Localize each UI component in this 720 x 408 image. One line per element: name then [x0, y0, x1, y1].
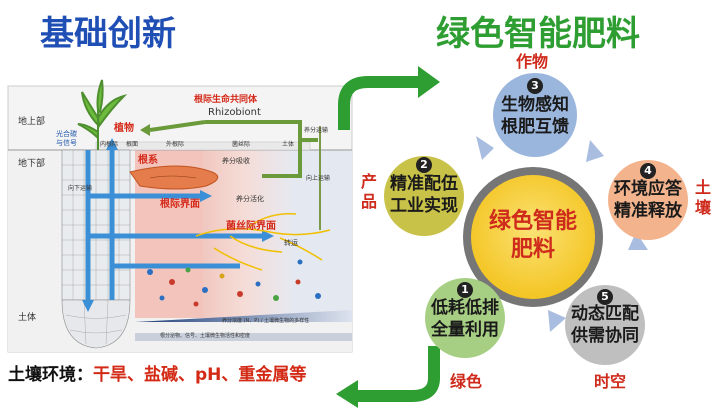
left-title: 基础创新	[40, 14, 176, 54]
side-label-product: 产 品	[360, 172, 377, 211]
node-4-line1: 环境应答	[614, 179, 682, 199]
column-header-1: 内根际	[100, 141, 119, 148]
feedback-loop	[149, 120, 318, 178]
column-header-3: 外根际	[166, 141, 185, 148]
node-1-number: 1	[457, 282, 473, 298]
soil-environment-items: 干旱、盐碱、pH、重金属等	[93, 365, 307, 385]
label-soil-body: 土体	[18, 313, 37, 323]
node-2-line1: 精准配伍	[390, 174, 458, 194]
label-rhizosphere-life: 根际生命共同体	[194, 95, 258, 105]
column-header-4: 菌丝际	[232, 141, 251, 148]
label-plant: 植物	[114, 123, 134, 134]
root-organ	[129, 165, 219, 190]
side-label-soil: 土 壤	[694, 178, 711, 217]
label-transform: 转运	[284, 239, 298, 247]
transport-arrows	[85, 150, 262, 300]
right-title: 绿色智能肥料	[436, 14, 640, 54]
plant	[77, 79, 128, 150]
center-line1: 绿色智能	[488, 209, 577, 234]
node-3-circle	[493, 73, 577, 157]
label-upward-transport: 向上运输	[306, 175, 331, 182]
node-4-number: 4	[640, 163, 656, 179]
soil-environment: 土壤环境：干旱、盐碱、pH、重金属等	[8, 360, 306, 385]
label-downward-transport: 向下运输	[68, 185, 93, 192]
label-root-system: 根系	[138, 155, 158, 166]
node-5-number: 5	[597, 289, 613, 305]
node-3: 生物感知 根肥互馈	[493, 94, 577, 138]
label-rhizobiont: Rhizobiont	[208, 107, 261, 118]
caption-band	[135, 333, 352, 341]
node-2: 精准配伍 工业实现	[382, 173, 466, 217]
node-3-number: 3	[527, 78, 543, 94]
side-label-time-space: 时空	[594, 372, 627, 391]
label-hyphae-interface: 菌丝际界面	[226, 221, 276, 232]
column-header-5: 土体	[282, 141, 295, 148]
node-5-line2: 供需协同	[571, 326, 639, 346]
node-3-line2: 根肥互馈	[501, 117, 569, 137]
node-1: 低耗低排 全量利用	[423, 297, 507, 341]
label-photosynthesis: 光合碳 与信号	[56, 130, 77, 147]
node-3-line1: 生物感知	[501, 95, 569, 115]
node-4-line2: 精准释放	[614, 201, 682, 221]
column-header-2: 根面	[126, 141, 139, 148]
soil-environment-prefix: 土壤环境：	[8, 365, 93, 385]
side-label-green: 绿色	[450, 372, 483, 391]
label-above-ground: 地上部	[18, 117, 46, 127]
node-1-circle	[425, 278, 505, 358]
node-4: 环境应答 精准释放	[606, 178, 690, 222]
label-gradient: 养分浓度 (N、P) / 土壤微生物的多样性	[222, 318, 310, 324]
big-arrow-bottom	[356, 346, 440, 402]
node-1-line2: 全量利用	[431, 320, 499, 340]
big-arrow-top	[338, 76, 420, 130]
label-root-interface: 根际界面	[160, 199, 200, 210]
label-nutrient-activation: 养分活化	[236, 195, 264, 203]
node-1-line1: 低耗低排	[431, 298, 499, 318]
soil-particles	[147, 259, 321, 307]
side-label-crop: 作物	[516, 52, 549, 71]
node-2-line2: 工业实现	[390, 196, 458, 216]
label-nutrient-transport: 养分运输	[304, 127, 329, 134]
label-below-ground: 地下部	[18, 159, 46, 169]
root-cap	[61, 299, 131, 349]
node-5-circle	[565, 285, 645, 365]
hyphae	[195, 213, 331, 271]
label-bottom-caption: 根分泌物、信号、土壤微生物活性和密度	[160, 333, 251, 339]
center-line2: 肥料	[510, 237, 555, 262]
node-5-line1: 动态匹配	[571, 304, 639, 324]
center-circle	[471, 175, 595, 299]
node-2-number: 2	[416, 157, 432, 173]
gradient-wedge	[135, 310, 352, 322]
node-5: 动态匹配 供需协同	[563, 303, 647, 347]
node-4-circle	[608, 160, 688, 240]
node-2-circle	[384, 156, 464, 236]
label-nutrient-uptake: 养分吸收	[222, 157, 250, 165]
center-label: 绿色智能 肥料	[473, 208, 593, 264]
